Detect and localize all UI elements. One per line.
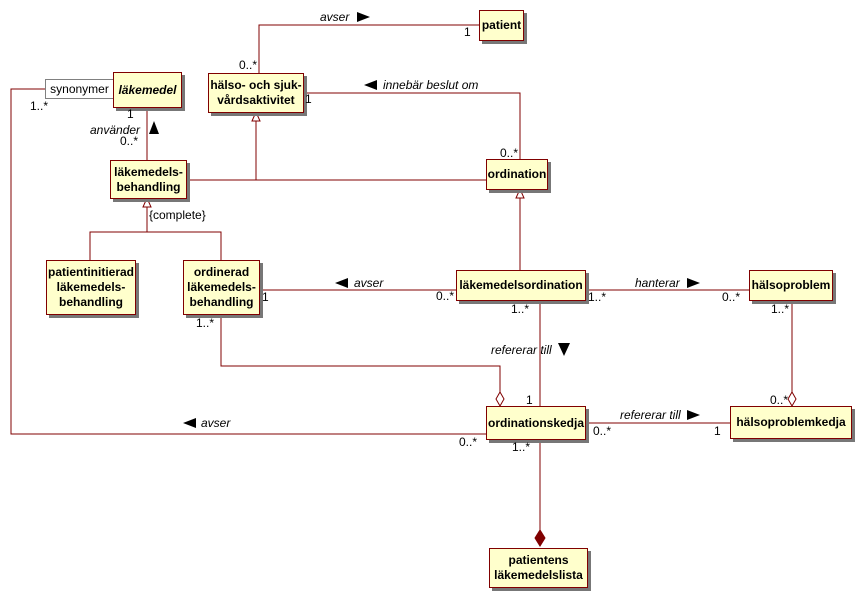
gen-arrow-hs: [251, 110, 261, 122]
dir-arrow-avser-patient: [357, 12, 370, 22]
class-patient[interactable]: patient: [479, 10, 524, 41]
assoc-label-hanterar: hanterar: [635, 276, 680, 290]
mult-lo-kedja: 1..*: [511, 302, 530, 316]
mult-lb-lakemedel: 0..*: [120, 134, 139, 148]
line-avser-kedja: [10, 88, 486, 435]
gen-arrow-ordination: [515, 187, 525, 199]
class-ordination[interactable]: ordination: [486, 159, 548, 190]
mult-lo-hp: 1..*: [588, 290, 607, 304]
line-gen-lb: [89, 231, 222, 260]
dir-arrow-refererar-hp: [687, 410, 700, 420]
class-lakemedelsordination[interactable]: läkemedelsordination: [456, 270, 586, 301]
mult-kedja-hpk: 0..*: [593, 424, 612, 438]
line-gen-hs: [188, 120, 257, 181]
assoc-label-avser-ordinerad: avser: [354, 276, 384, 290]
mult-hp-lo: 0..*: [722, 290, 741, 304]
dir-arrow-avser-kedja: [183, 418, 196, 428]
class-halsoproblemkedja[interactable]: hälsoproblemkedja: [730, 406, 852, 439]
mult-ordinerad-lo: 1: [262, 290, 269, 304]
mult-kedja-lo: 1: [526, 393, 533, 407]
assoc-label-refererar-ordination: refererar till: [491, 343, 552, 357]
mult-hpk-hp: 0..*: [770, 393, 789, 407]
class-ordinerad-lakemedelsbehandling[interactable]: ordinerad läkemedels- behandling: [183, 260, 260, 315]
mult-synonymer: 1..*: [30, 99, 49, 113]
mult-kedja-synonymer: 0..*: [459, 435, 478, 449]
class-lakemedelsbehandling[interactable]: läkemedels- behandling: [110, 160, 187, 199]
aggregation-diamond-kedja: [495, 390, 505, 408]
composition-diamond-lista: [534, 529, 546, 547]
mult-hp-hpk: 1..*: [771, 302, 790, 316]
assoc-label-refererar-halsoproblem: refererar till: [620, 408, 681, 422]
qualifier-synonymer[interactable]: synonymer: [45, 79, 114, 99]
class-halsoproblem[interactable]: hälsoproblem: [749, 270, 833, 301]
gen-arrow-lb: [142, 196, 152, 208]
assoc-label-avser-patient: avser: [320, 10, 350, 24]
dir-arrow-anvander: [149, 121, 159, 134]
constraint-complete: {complete}: [149, 208, 206, 222]
assoc-label-innebar: innebär beslut om: [383, 78, 479, 92]
class-patientens-lakemedelslista[interactable]: patientens läkemedelslista: [489, 548, 588, 588]
dir-arrow-hanterar: [687, 278, 700, 288]
assoc-label-avser-kedja: avser: [201, 416, 231, 430]
line-avser-patient: [258, 24, 480, 73]
dir-arrow-avser-ord: [335, 278, 348, 288]
mult-hs-ordination: 1: [305, 92, 312, 106]
class-halso-sjukvardsaktivitet[interactable]: hälso- och sjuk- vårdsaktivitet: [208, 73, 304, 113]
line-ordinerad-kedja: [220, 318, 501, 396]
mult-lakemedel: 1: [127, 107, 134, 121]
class-patientinitierad-lakemedelsbehandling[interactable]: patientinitierad läkemedels- behandling: [46, 260, 136, 315]
mult-ordinerad-kedja: 1..*: [196, 316, 215, 330]
aggregation-diamond-hpk: [787, 390, 797, 408]
assoc-label-anvander: använder: [90, 123, 141, 137]
class-lakemedel[interactable]: läkemedel: [113, 72, 182, 108]
mult-hs-patient: 0..*: [239, 58, 258, 72]
class-ordinationskedja[interactable]: ordinationskedja: [486, 406, 586, 440]
mult-kedja-lista: 1..*: [512, 440, 531, 454]
mult-hpk-kedja: 1: [714, 424, 721, 438]
dir-arrow-innebar: [364, 80, 377, 90]
dir-arrow-refererar-ord: [558, 343, 570, 356]
mult-lo-ordinerad: 0..*: [436, 289, 455, 303]
line-innebar: [304, 92, 521, 162]
mult-ordination-hs: 0..*: [500, 146, 519, 160]
mult-patient: 1: [464, 25, 471, 39]
